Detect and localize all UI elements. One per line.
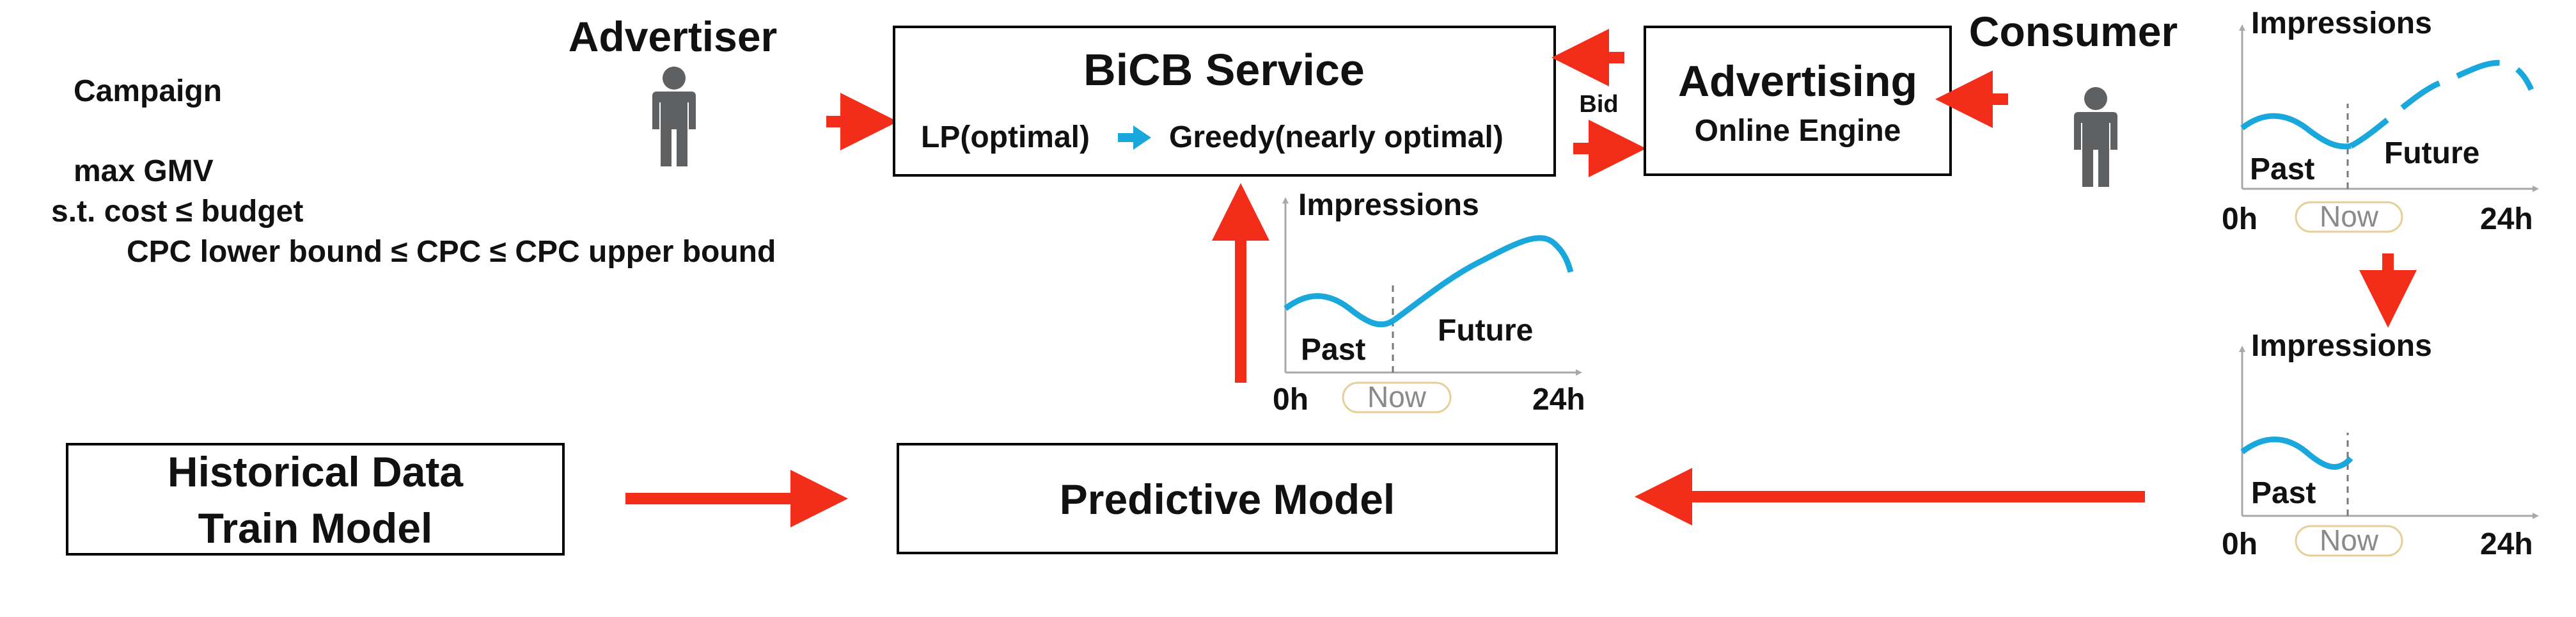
- chart-predicted-past-curve: [1284, 293, 1396, 328]
- chart-predicted-x-start: 0h: [1273, 383, 1308, 417]
- bid-label: Bid: [1579, 91, 1618, 118]
- chart-current-ylabel: Impressions: [2251, 6, 2432, 40]
- historical-line2: Train Model: [198, 504, 433, 552]
- advertiser-person-icon: [652, 67, 696, 166]
- chart-current-future-label: Future: [2384, 136, 2479, 170]
- greedy-label: Greedy(nearly optimal): [1169, 120, 1504, 154]
- chart-current-x-end: 24h: [2480, 202, 2533, 236]
- campaign-cost-constraint: s.t. cost ≤ budget: [51, 195, 303, 228]
- chart-predicted-past-label: Past: [1301, 333, 1365, 367]
- consumer-person-icon: [2074, 87, 2117, 187]
- ad-engine-title: Advertising: [1678, 57, 1917, 106]
- campaign-cpc-constraint: CPC lower bound ≤ CPC ≤ CPC upper bound: [127, 235, 776, 269]
- predictive-model-box: Predictive Model: [897, 443, 1558, 554]
- ad-engine-box: Advertising Online Engine: [1644, 26, 1952, 176]
- campaign-title: Campaign: [74, 74, 222, 108]
- campaign-block: Campaign max GMV s.t. cost ≤ budget CPC …: [51, 74, 776, 269]
- chart-current-future-curve: [2349, 60, 2534, 148]
- chart-past-now-badge: [2295, 525, 2403, 557]
- lp-label: LP(optimal): [921, 120, 1090, 154]
- bicb-service-title: BiCB Service: [1083, 45, 1365, 95]
- historical-line1: Historical Data: [168, 448, 464, 495]
- consumer-label: Consumer: [1969, 8, 2178, 55]
- chart-past-curve: [2240, 437, 2353, 470]
- ad-engine-subtitle: Online Engine: [1695, 114, 1901, 148]
- chart-current-x-start: 0h: [2222, 202, 2258, 236]
- impressions-chart-predicted: Impressions Past Future 0h Now 24h: [1273, 188, 1585, 417]
- chart-past-now-label: Now: [2320, 524, 2379, 557]
- chart-predicted-ylabel: Impressions: [1298, 188, 1479, 222]
- impressions-chart-past: Impressions Past 0h Now 24h: [2222, 329, 2539, 561]
- impressions-chart-current: Impressions Past Future 0h Now 24h: [2222, 6, 2539, 236]
- campaign-objective: max GMV: [74, 154, 214, 188]
- chart-past-x-end: 24h: [2480, 527, 2533, 561]
- chart-current-now-label: Now: [2320, 200, 2379, 233]
- chart-predicted-x-end: 24h: [1532, 383, 1585, 417]
- chart-current-past-label: Past: [2250, 152, 2314, 186]
- advertiser-label: Advertiser: [569, 13, 778, 60]
- chart-current-past-curve: [2240, 113, 2352, 150]
- chart-predicted-future-curve: [1392, 235, 1574, 323]
- chart-predicted-now-label: Now: [1367, 380, 1427, 413]
- historical-data-box: Historical Data Train Model: [66, 443, 565, 556]
- chart-predicted-now-badge: [1342, 381, 1452, 413]
- bicb-service-box: BiCB Service LP(optimal) Greedy(nearly o…: [893, 26, 1556, 177]
- chart-past-x-start: 0h: [2222, 527, 2258, 561]
- chart-predicted-future-label: Future: [1438, 314, 1533, 348]
- chart-past-past-label: Past: [2251, 476, 2316, 510]
- chart-past-ylabel: Impressions: [2251, 329, 2432, 363]
- chart-current-now-badge: [2295, 201, 2403, 233]
- lp-to-greedy-arrow-icon: [1133, 125, 1151, 150]
- predictive-model-title: Predictive Model: [1060, 476, 1395, 523]
